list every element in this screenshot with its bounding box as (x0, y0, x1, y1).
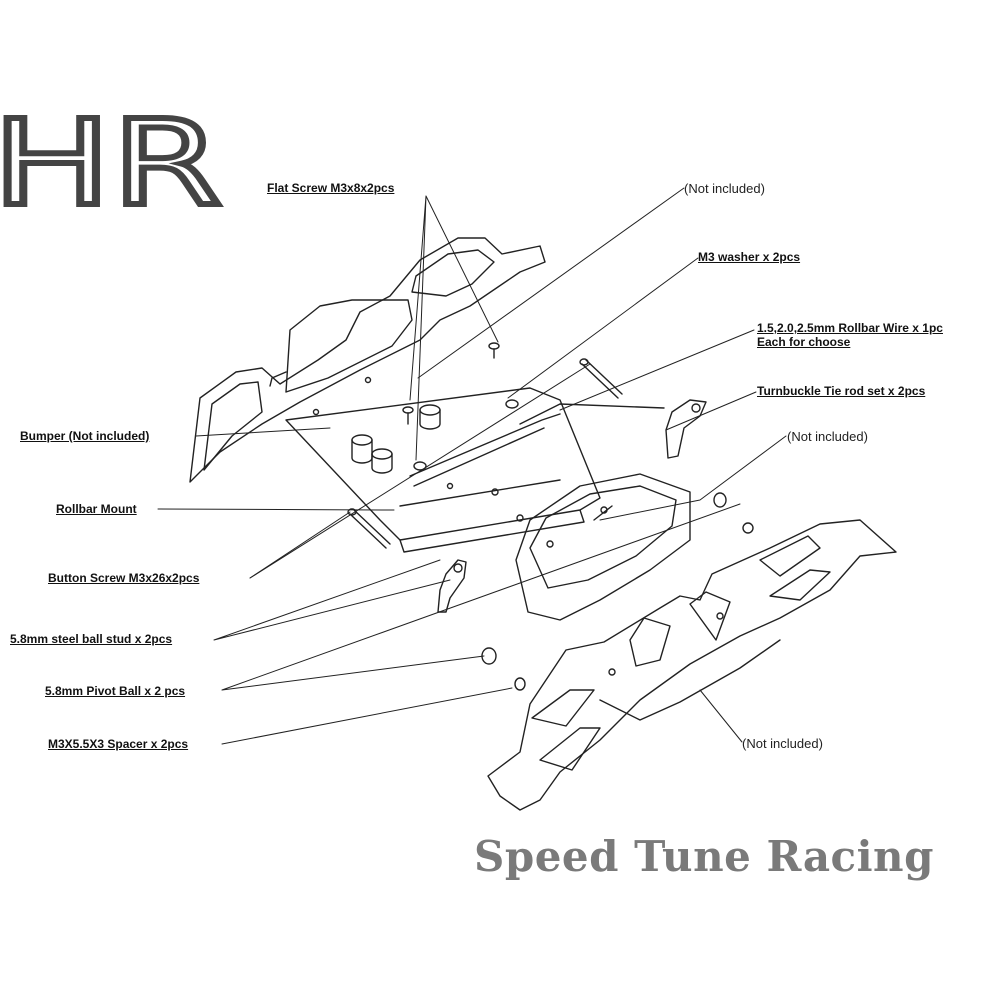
label-rollbar-mount: Rollbar Mount (56, 502, 137, 516)
note-not-included-bottom: (Not included) (742, 736, 823, 751)
label-bumper: Bumper (Not included) (20, 429, 150, 443)
rollbar-mount-part (285, 376, 601, 553)
leader-lines (157, 187, 787, 745)
note-not-included-mid: (Not included) (787, 429, 868, 444)
button-screws (347, 358, 623, 549)
label-spacer: M3X5.5X3 Spacer x 2pcs (48, 737, 189, 751)
label-pivot-ball: 5.8mm Pivot Ball x 2 pcs (45, 684, 186, 698)
label-m3-washer: M3 washer x 2pcs (698, 250, 801, 264)
small-hardware (402, 342, 754, 691)
bumper-part (189, 237, 546, 483)
label-ball-stud: 5.8mm steel ball stud x 2pcs (10, 632, 173, 646)
hr-logo-text: HR (0, 108, 222, 208)
label-rollbar-wire-line1: 1.5,2.0,2.5mm Rollbar Wire x 1pc (757, 321, 943, 335)
note-not-included-top: (Not included) (684, 181, 765, 196)
oval-tray (515, 473, 691, 621)
label-flat-screw: Flat Screw M3x8x2pcs (267, 181, 395, 195)
hr-logo: HR (0, 108, 225, 208)
lower-arm-assembly (487, 519, 897, 811)
rollbar-wire (409, 403, 665, 487)
label-rollbar-wire-line2: Each for choose (757, 335, 851, 349)
label-turnbuckle: Turnbuckle Tie rod set x 2pcs (757, 384, 926, 398)
brand-text: Speed Tune Racing (474, 832, 934, 881)
standoff-posts (351, 404, 441, 474)
turnbuckle-parts (437, 399, 707, 613)
label-button-screw: Button Screw M3x26x2pcs (48, 571, 200, 585)
